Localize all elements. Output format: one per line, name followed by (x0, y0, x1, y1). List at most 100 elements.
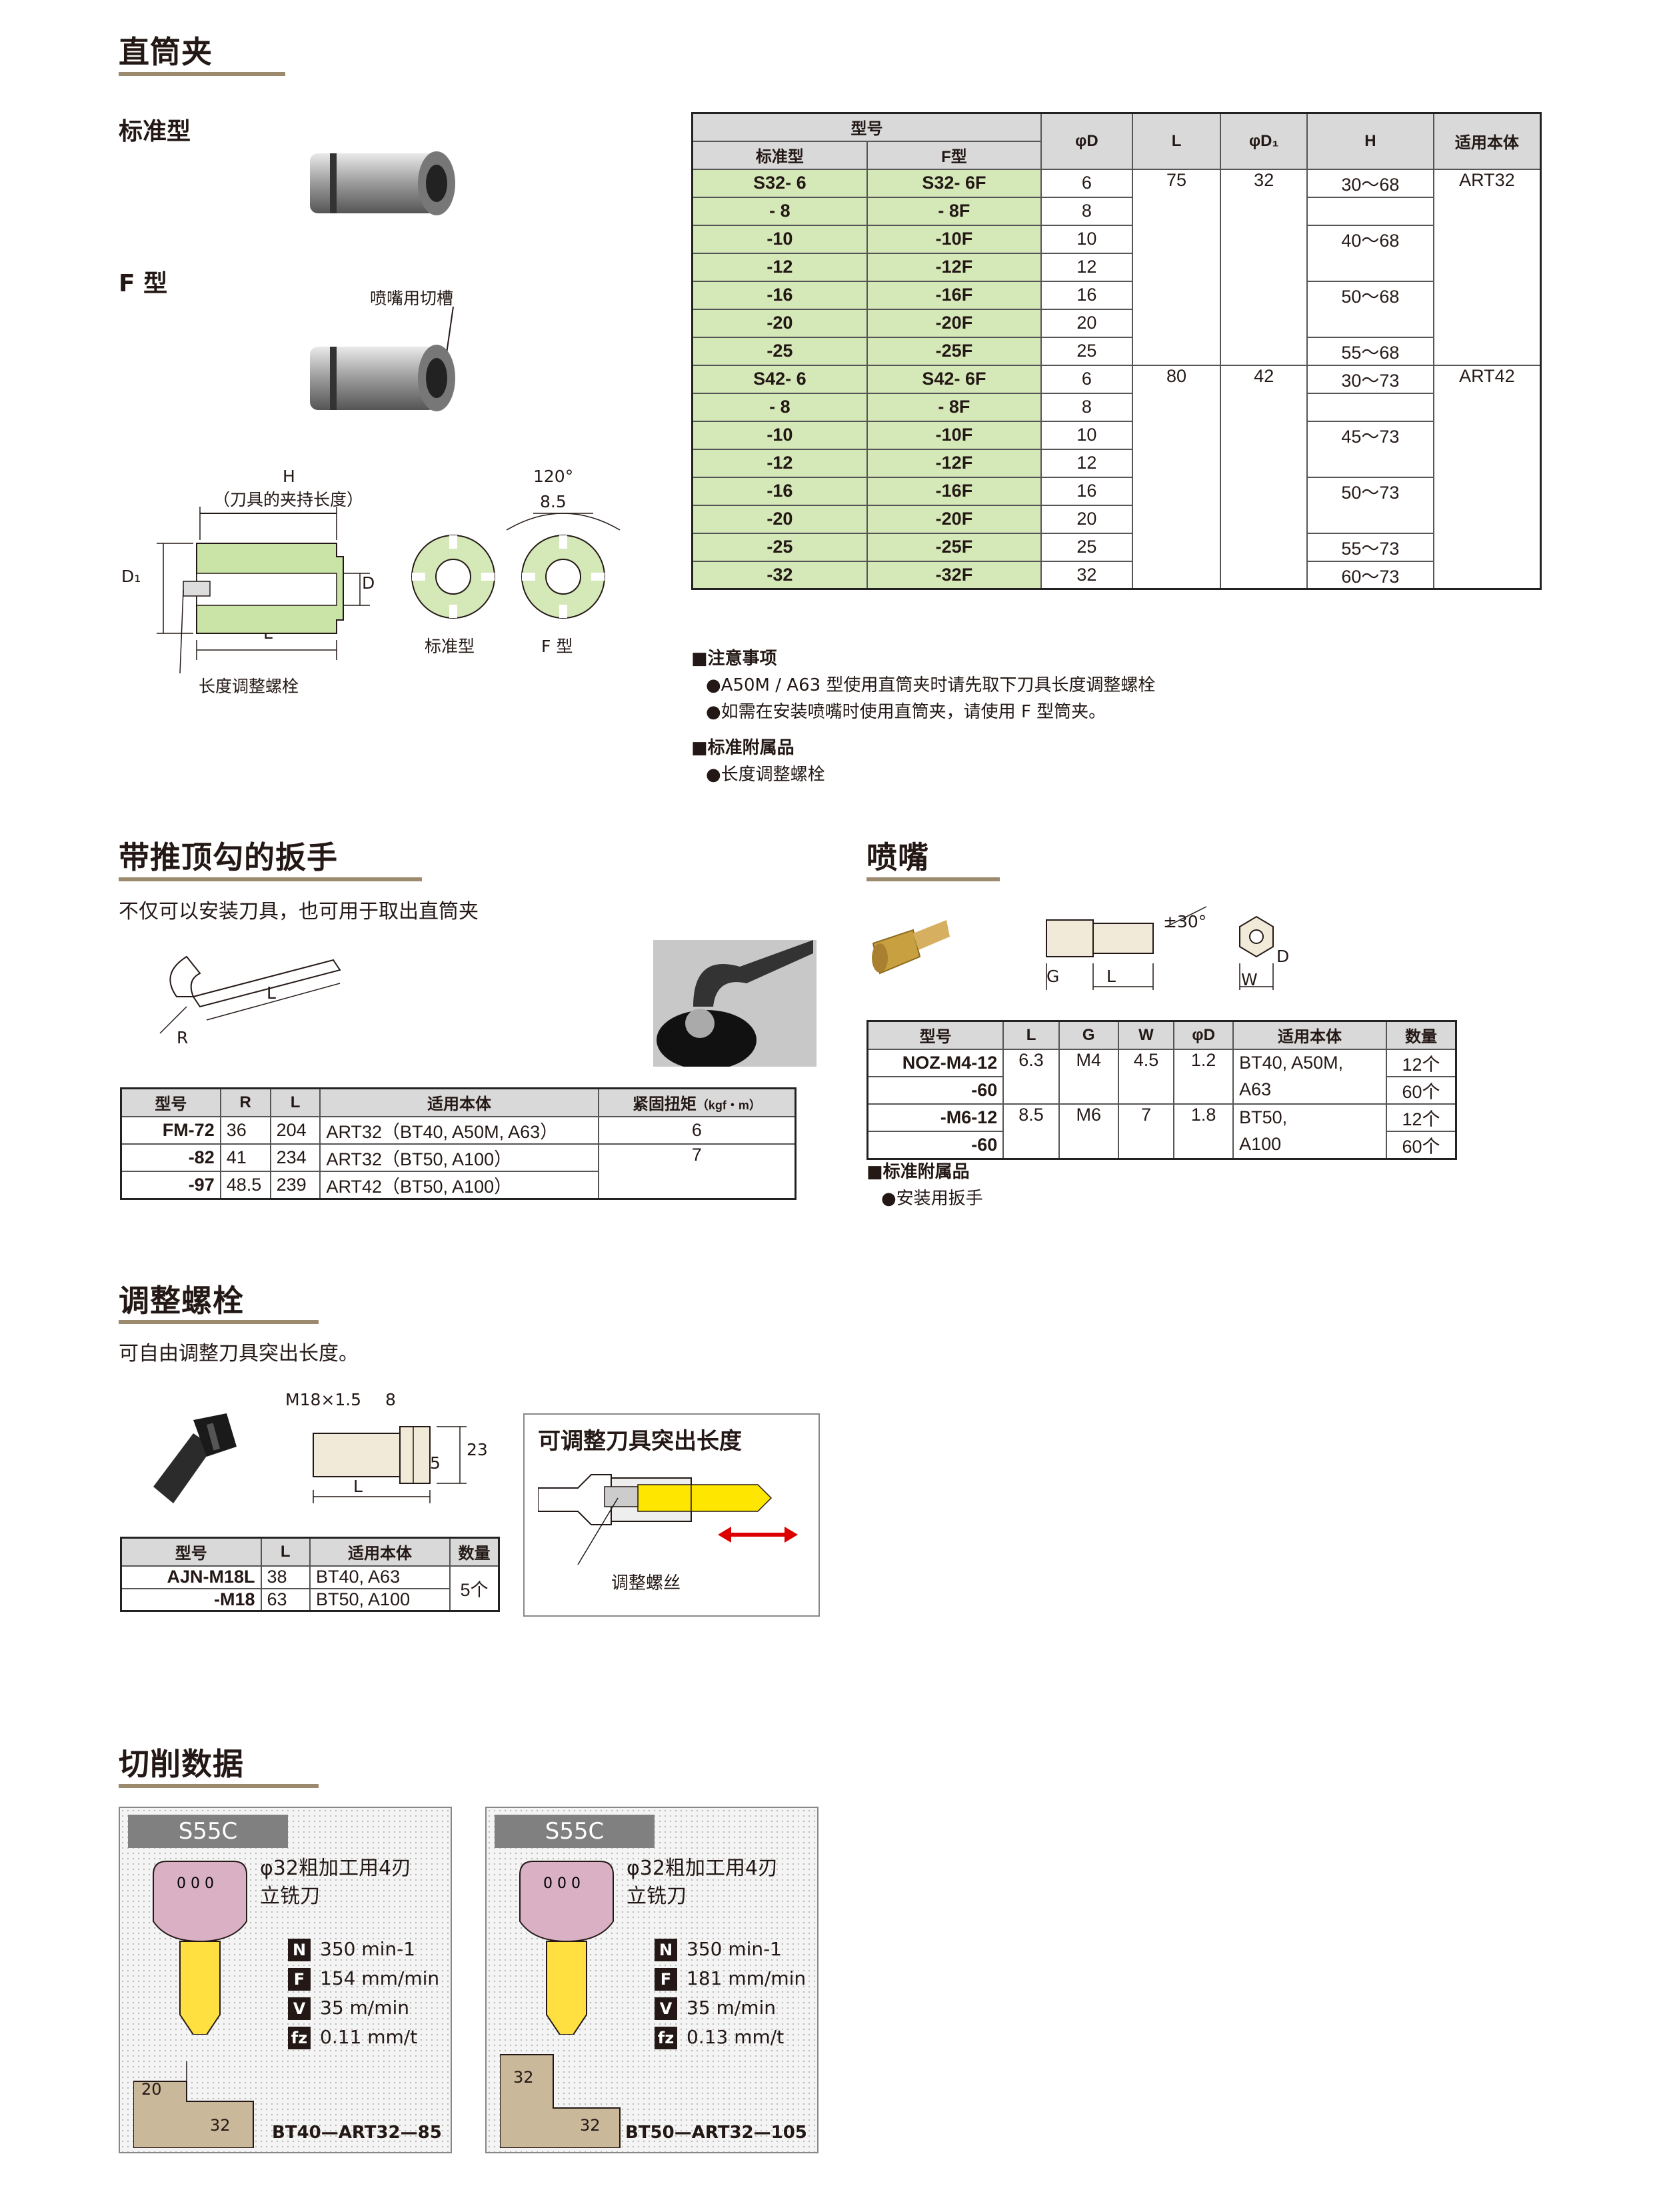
nozzle-notes: ■标准附属品 ●安装用扳手 (866, 1159, 983, 1212)
bolt-drawing (313, 1426, 467, 1503)
th-h: H (1306, 112, 1434, 170)
adjust-length-box: 可调整刀具突出长度 调整螺丝 (523, 1413, 820, 1617)
collet-f-type-label: F 型 (119, 270, 168, 297)
cut-depth: 20 (141, 2080, 162, 2099)
svg-text:0 0 0: 0 0 0 (543, 1875, 581, 1892)
table-row: -12 -12F 12 (691, 252, 1541, 282)
wrench-section-title: 带推顶勾的扳手 (119, 839, 338, 875)
table-row: -60 A63 60个 (866, 1075, 1457, 1105)
cutting-section-title: 切削数据 (119, 1746, 244, 1782)
wrench-drawing (159, 955, 341, 1034)
dim-slot-width: 8.5 (540, 492, 567, 511)
title-underline (119, 1784, 319, 1788)
table-row: AJN-M18L 38 BT40, A63 5个 (120, 1565, 500, 1612)
table-row: -97 48.5 239 ART42（BT50, A100） (120, 1170, 796, 1199)
wrench-dim-r: R (177, 1028, 189, 1047)
th-body: 适用本体 (309, 1537, 451, 1567)
bolt-dim-8: 8 (385, 1390, 396, 1409)
th-l: L (269, 1087, 321, 1117)
th-body: 适用本体 (1232, 1020, 1387, 1050)
th-torque: 紧固扭矩（kgf・m） (597, 1087, 797, 1117)
th-f-type: F型 (866, 140, 1042, 170)
accessory-title: ■标准附属品 (866, 1162, 970, 1182)
table-row: -20 -20F 20 (691, 308, 1541, 338)
th-body: 适用本体 (1432, 112, 1542, 170)
nozzle-dim-w: W (1241, 970, 1258, 989)
tool-desc: φ32粗加工用4刃 立铣刀 (627, 1857, 779, 1908)
table-row: -60 A100 60个 (866, 1130, 1457, 1159)
nozzle-dim-g: G (1046, 967, 1060, 986)
dim-h-desc: （刀具的夹持长度） (213, 490, 364, 509)
collet-standard-label: 标准型 (119, 118, 191, 145)
end-mill-holder-drawing: 0 0 0 (153, 1861, 247, 2035)
nozzle-slot-label: 喷嘴用切槽 (370, 289, 454, 308)
accessory-title: ■标准附属品 (691, 738, 795, 758)
th-w: W (1117, 1020, 1175, 1050)
th-r: R (219, 1087, 271, 1117)
wrench-dim-l: L (267, 983, 276, 1003)
wrench-spec-table: 型号 R L 适用本体 紧固扭矩（kgf・m） FM-72 36 204 ART… (120, 1087, 797, 1200)
th-g: G (1058, 1020, 1119, 1050)
th-model: 型号 (866, 1020, 1004, 1050)
table-row: -16 -16F 16 50～73 (691, 476, 1541, 534)
collet-spec-table: 型号 φD L φD₁ H 适用本体 标准型 F型 S32- 6 S32- 6F… (691, 112, 1542, 590)
wrench-description: 不仅可以安装刀具，也可用于取出直筒夹 (119, 900, 479, 923)
end-view-std-label: 标准型 (425, 637, 475, 656)
svg-text:0 0 0: 0 0 0 (177, 1875, 214, 1892)
collet-section-title: 直筒夹 (119, 34, 213, 70)
bolt-dim-5: 5 (430, 1453, 441, 1473)
th-l: L (1002, 1020, 1060, 1050)
cut-width: 32 (580, 2116, 601, 2135)
th-model: 型号 (120, 1537, 262, 1567)
th-l: L (260, 1537, 311, 1567)
tool-desc: φ32粗加工用4刃 立铣刀 (260, 1857, 412, 1908)
title-underline (119, 72, 285, 76)
title-underline (119, 1320, 319, 1324)
notes-title: ■注意事项 (691, 649, 777, 669)
bolt-image (153, 1413, 237, 1503)
note-item: ●如需在安装喷嘴时使用直筒夹，请使用 F 型筒夹。 (706, 702, 1106, 722)
dim-h-label: H (283, 467, 295, 486)
wrench-photo (653, 940, 817, 1070)
label-fz: fz (655, 2027, 677, 2049)
th-model: 型号 (120, 1087, 221, 1117)
table-row: -16 -16F 16 50～68 (691, 280, 1541, 338)
table-row: - 8 - 8F 8 (691, 196, 1541, 226)
table-row: NOZ-M4-12 6.3 M4 4.5 1.2 BT40, A50M, 12个 (866, 1048, 1457, 1105)
holder-code: BT50—ART32—105 (625, 2123, 807, 2143)
dim-angle-label: 120° (533, 467, 574, 486)
table-row: -10 -10F 10 40～68 (691, 224, 1541, 282)
cut-depth: 32 (513, 2068, 534, 2087)
table-row: -20 -20F 20 (691, 504, 1541, 534)
adjust-screw-label: 调整螺丝 (611, 1573, 681, 1593)
table-row: -M6-12 8.5 M6 7 1.8 BT50, 12个 (866, 1103, 1457, 1159)
bolt-spec-table: 型号 L 适用本体 数量 AJN-M18L 38 BT40, A63 5个 -M… (120, 1537, 500, 1612)
nozzle-dim-l: L (1106, 967, 1116, 986)
accessory-item: ●安装用扳手 (881, 1189, 983, 1209)
workpiece-drawing (500, 2054, 621, 2148)
table-row: -25 -25F 25 55～68 (691, 336, 1541, 366)
th-qty: 数量 (1385, 1020, 1457, 1050)
table-row: -10 -10F 10 45～73 (691, 420, 1541, 478)
table-row: - 8 - 8F 8 (691, 392, 1541, 422)
title-underline (119, 877, 422, 881)
collet-section-drawing (157, 507, 370, 674)
nozzle-dim-d: D (1276, 947, 1290, 966)
end-mill-holder-drawing: 0 0 0 (519, 1861, 614, 2035)
th-model: 型号 (691, 112, 1042, 142)
nozzle-spec-table: 型号 L G W φD 适用本体 数量 NOZ-M4-12 6.3 M4 4.5… (866, 1020, 1457, 1160)
th-standard: 标准型 (691, 140, 868, 170)
th-d: φD (1040, 112, 1133, 170)
label-n: N (288, 1939, 311, 1961)
dim-d-label: D (362, 573, 375, 593)
label-fz: fz (288, 2027, 311, 2049)
length-bolt-label: 长度调整螺栓 (199, 677, 299, 696)
bolt-description: 可自由调整刀具突出长度。 (119, 1342, 359, 1365)
bolt-section-title: 调整螺栓 (119, 1283, 244, 1319)
bolt-dim-thread: M18×1.5 (285, 1390, 362, 1409)
nozzle-dim-angle: ±30° (1163, 912, 1207, 931)
label-v: V (655, 1997, 677, 2020)
th-l: L (1131, 112, 1222, 170)
th-body: 适用本体 (319, 1087, 599, 1117)
